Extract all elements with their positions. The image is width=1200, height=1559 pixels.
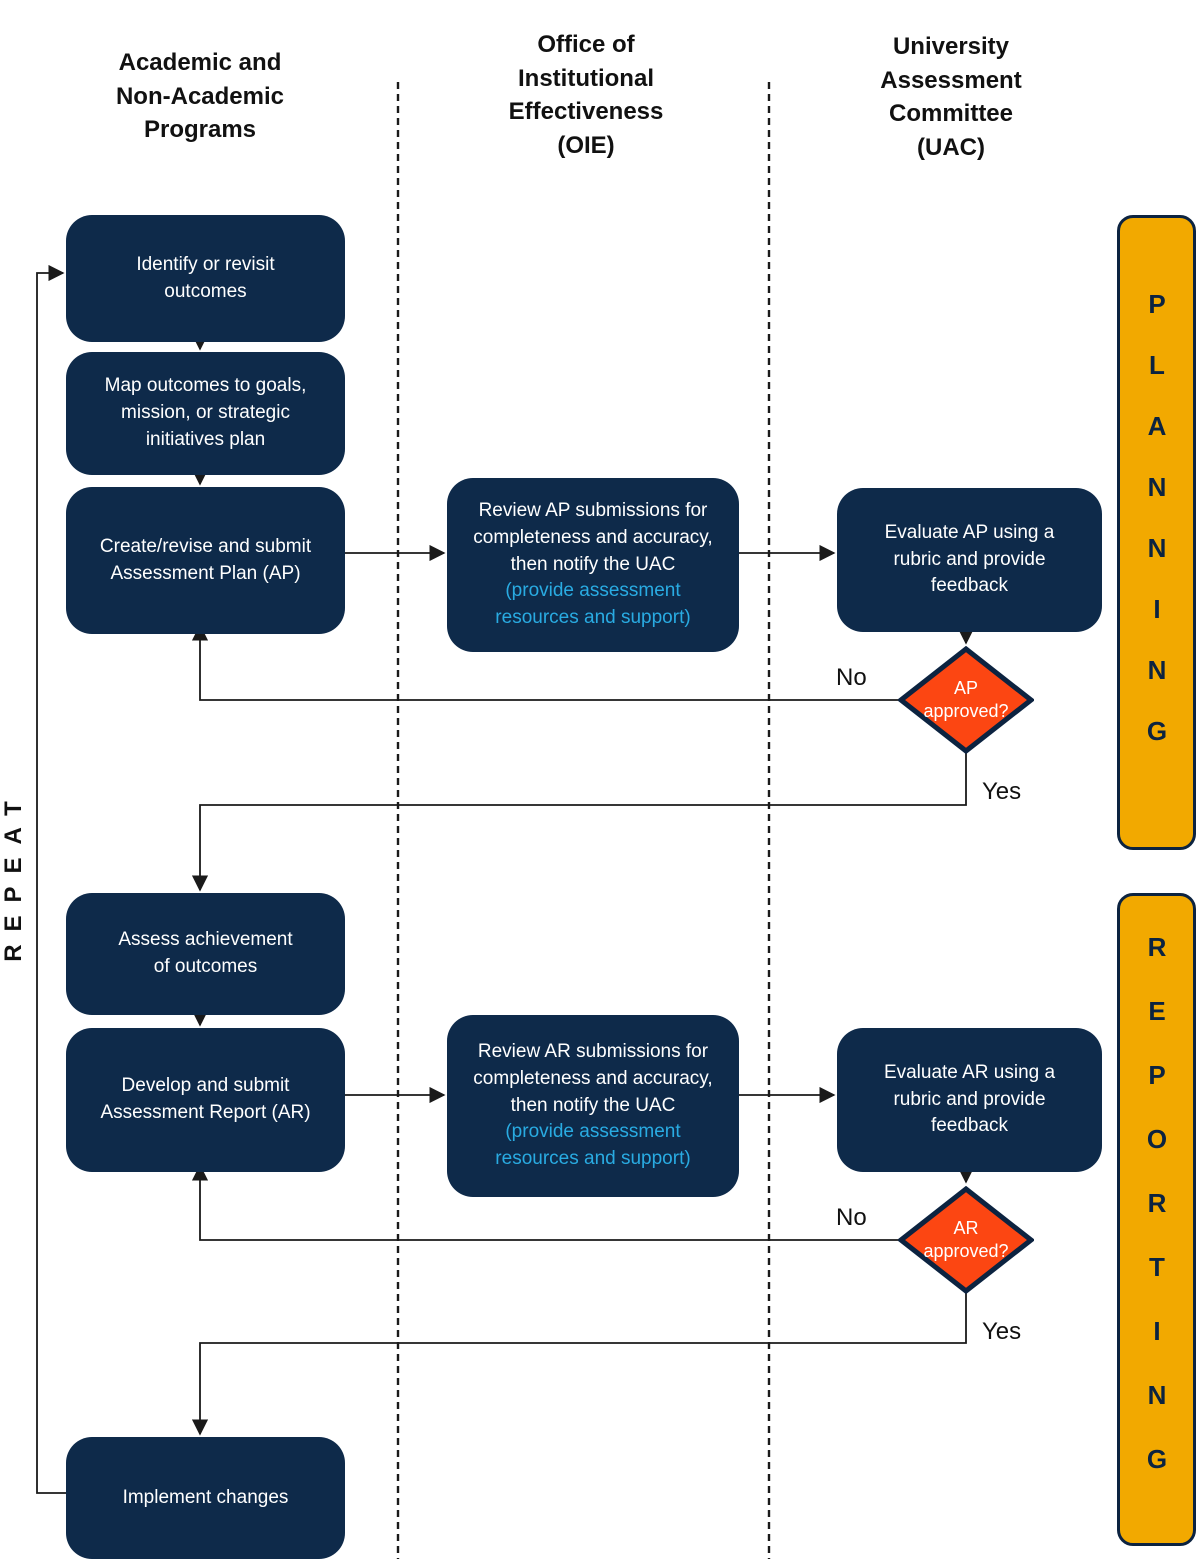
step-review-ar-note: (provide assessment resources and suppor…: [495, 1121, 691, 1170]
edge-label-ar-no: No: [836, 1204, 867, 1231]
phase-planning-label: PLANNING: [1142, 288, 1172, 777]
lane-header-programs: Academic and Non-Academic Programs: [115, 49, 285, 144]
step-review-ar-submissions: Review AR submissions for completeness a…: [447, 1015, 739, 1197]
phase-reporting-label: REPORTING: [1142, 931, 1172, 1508]
arrow-decision-ar-no-return: [191, 1164, 898, 1241]
step-develop-assessment-report: Develop and submit Assessment Report (AR…: [66, 1028, 345, 1172]
step-evaluate-ap: Evaluate AP using a rubric and provide f…: [837, 488, 1102, 632]
edge-label-ap-no: No: [836, 664, 867, 691]
step-implement-changes: Implement changes: [66, 1437, 345, 1559]
decision-ar-label: AR approved?: [923, 1217, 1009, 1261]
step-review-ap-note: (provide assessment resources and suppor…: [495, 580, 691, 629]
decision-diamond-shape: [896, 1185, 1036, 1295]
repeat-label: REPEAT: [0, 788, 27, 962]
phase-bar-reporting: REPORTING: [1117, 893, 1196, 1546]
decision-ap-label: AP approved?: [923, 677, 1009, 721]
step-assess-achievement: Assess achievement of outcomes: [66, 893, 345, 1015]
decision-ar-approved: AR approved?: [896, 1185, 1036, 1295]
step-review-ar-main: Review AR submissions for completeness a…: [473, 1040, 713, 1116]
step-create-assessment-plan: Create/revise and submit Assessment Plan…: [66, 487, 345, 634]
arrow-decision-ar-yes-to-implement: [191, 1292, 967, 1436]
arrow-repeat-loop: [36, 264, 66, 1494]
step-review-ap-main: Review AP submissions for completeness a…: [473, 499, 713, 575]
step-review-ap-submissions: Review AP submissions for completeness a…: [447, 478, 739, 652]
edge-label-ap-yes: Yes: [982, 778, 1022, 805]
edge-label-ar-yes: Yes: [982, 1318, 1022, 1345]
step-identify-outcomes: Identify or revisit outcomes: [66, 215, 345, 342]
arrow-decision-ap-no-return: [191, 624, 898, 701]
decision-ap-approved: AP approved?: [896, 645, 1036, 755]
lane-header-oie: Office of Institutional Effectiveness (O…: [508, 31, 664, 159]
arrow-decision-ap-yes-to-assess: [191, 752, 967, 892]
decision-diamond-shape: [896, 645, 1036, 755]
step-map-outcomes: Map outcomes to goals, mission, or strat…: [66, 352, 345, 475]
phase-bar-planning: PLANNING: [1117, 215, 1196, 850]
step-evaluate-ar: Evaluate AR using a rubric and provide f…: [837, 1028, 1102, 1172]
lane-header-uac: University Assessment Committee (UAC): [880, 33, 1022, 161]
